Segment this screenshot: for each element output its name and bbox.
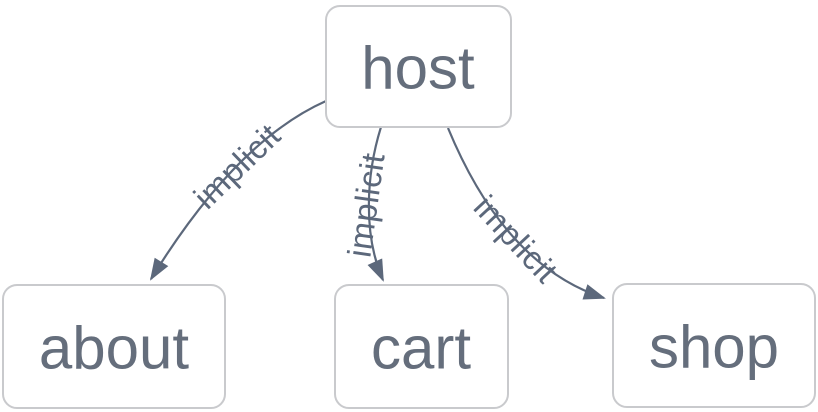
edges: implicit implicit implicit <box>149 99 606 300</box>
node-box <box>325 5 512 128</box>
node-box <box>334 284 509 409</box>
edge-label-host-cart: implicit <box>340 151 391 260</box>
edge-host-cart <box>367 126 385 282</box>
edge-label-host-shop: implicit <box>467 188 566 290</box>
node-label: shop <box>649 314 779 381</box>
edge-host-shop <box>446 127 606 300</box>
node-label: host <box>361 35 475 102</box>
edge-label-host-about: implicit <box>186 116 287 215</box>
node-box <box>612 283 816 408</box>
node-box <box>2 284 226 409</box>
edge-host-about <box>149 99 327 281</box>
node-label: cart <box>371 315 471 382</box>
node-host: host <box>325 5 512 128</box>
node-label: about <box>39 315 189 382</box>
node-cart: cart <box>334 284 509 409</box>
node-about: about <box>2 284 226 409</box>
node-shop: shop <box>612 283 816 408</box>
